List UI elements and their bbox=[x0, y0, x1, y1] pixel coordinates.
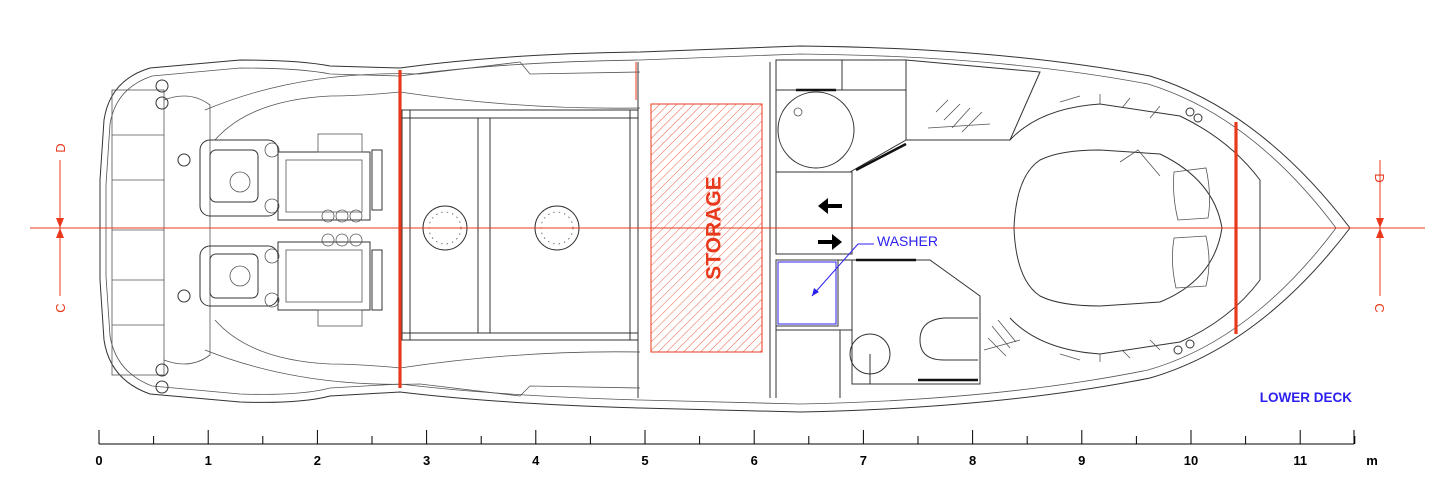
scale-tick-label: 10 bbox=[1184, 453, 1198, 468]
transom-panel bbox=[111, 89, 165, 376]
scale-tick-label: 4 bbox=[532, 453, 540, 468]
scale-tick-label: 7 bbox=[860, 453, 867, 468]
pillow-bottom bbox=[1172, 235, 1210, 289]
section-label-left-top: D bbox=[53, 143, 68, 152]
scale-bar: 0 1 2 3 4 5 6 7 8 9 10 11 bbox=[95, 430, 1356, 468]
cabin-area bbox=[775, 59, 1041, 398]
scale-tick-label: 11 bbox=[1293, 453, 1307, 468]
washer-label: WASHER bbox=[877, 233, 938, 249]
black-arrow-left bbox=[818, 198, 842, 214]
washer-box bbox=[777, 261, 837, 325]
engine-top bbox=[199, 133, 383, 223]
engine-bottom bbox=[199, 233, 383, 327]
toilet-top bbox=[777, 91, 855, 169]
cleat-stern-top bbox=[155, 79, 169, 93]
section-label-right-top: D bbox=[1372, 173, 1387, 182]
storage-area: STORAGE bbox=[635, 62, 771, 398]
hull-step bbox=[519, 61, 641, 397]
scale-tick-label: 8 bbox=[969, 453, 976, 468]
scale-tick-label: 2 bbox=[314, 453, 321, 468]
black-arrow-right bbox=[818, 234, 842, 250]
scale-tick-label: 0 bbox=[95, 453, 102, 468]
scale-tick-label: 9 bbox=[1078, 453, 1085, 468]
deck-label: LOWER DECK bbox=[1260, 390, 1352, 405]
washer-leader-icon bbox=[811, 243, 874, 297]
inner-sweep-bottom bbox=[214, 319, 641, 369]
scale-tick-label: 6 bbox=[751, 453, 758, 468]
hull-deck-line bbox=[204, 61, 521, 397]
section-label-left-bottom: C bbox=[53, 303, 68, 312]
sink bbox=[919, 317, 978, 361]
midship-compartment bbox=[401, 109, 639, 341]
pillow-top bbox=[1173, 167, 1210, 221]
transom bbox=[111, 79, 211, 394]
scale-tick-label: 3 bbox=[423, 453, 430, 468]
section-label-right-bottom: C bbox=[1372, 303, 1387, 312]
scale-tick-label: 1 bbox=[205, 453, 212, 468]
inner-sweep-top bbox=[214, 91, 641, 141]
scale-unit-label: m bbox=[1366, 453, 1378, 468]
cleat-stern-bottom bbox=[155, 363, 169, 377]
scale-tick-label: 5 bbox=[641, 453, 648, 468]
